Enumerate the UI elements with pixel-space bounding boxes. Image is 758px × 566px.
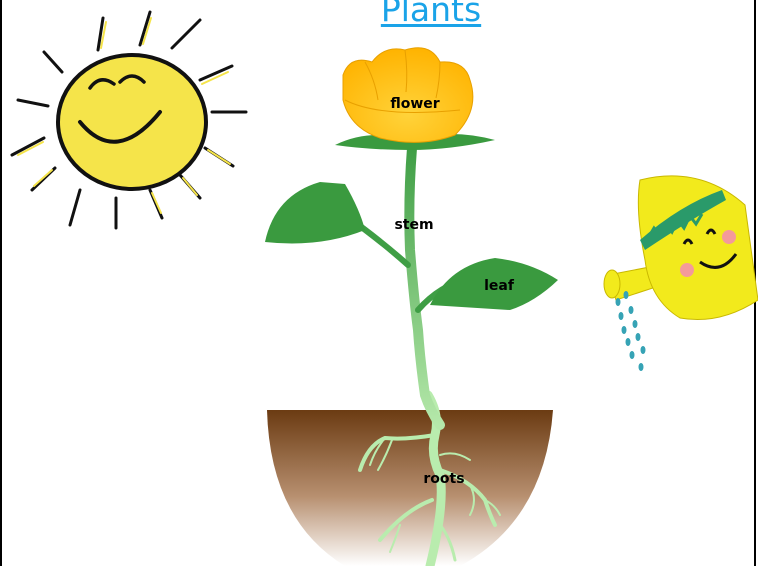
leaf-left [265, 182, 365, 244]
stem-graphic [409, 148, 440, 425]
label-stem: stem [394, 217, 433, 233]
soil [267, 410, 553, 566]
label-leaf: leaf [484, 278, 515, 294]
label-flower: flower [390, 96, 439, 112]
sun-icon [12, 12, 246, 228]
label-roots: roots [423, 471, 464, 487]
water-drops [616, 291, 646, 371]
